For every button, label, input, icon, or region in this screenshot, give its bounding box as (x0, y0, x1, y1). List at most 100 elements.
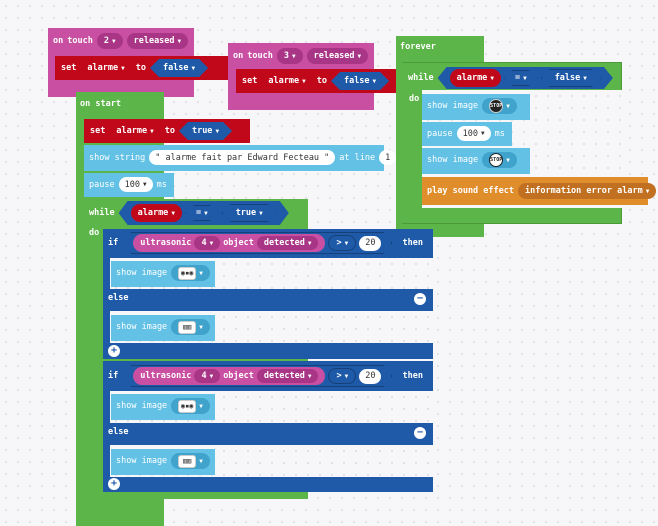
remove-else-button[interactable]: − (414, 427, 426, 439)
compare-block[interactable]: ultrasonic 4▼ object detected▼ >▼ 20 (122, 365, 392, 387)
touch-label: touch (247, 51, 273, 61)
chevron-down-icon: ▼ (191, 64, 196, 72)
remove-else-button[interactable]: − (414, 293, 426, 305)
chevron-down-icon: ▼ (357, 52, 362, 60)
while-label: while (408, 73, 434, 83)
show-image-label: show image (427, 101, 479, 111)
add-else-if-button[interactable]: + (108, 345, 120, 357)
threshold-input[interactable]: 20 (359, 369, 381, 384)
chevron-down-icon: ▼ (111, 37, 116, 45)
stop-sign-image-icon: STOP (489, 153, 504, 167)
then-label: then (402, 238, 423, 248)
chevron-down-icon: ▼ (199, 323, 203, 331)
touch-label: touch (67, 36, 93, 46)
chevron-down-icon: ▼ (307, 372, 312, 380)
detected-dropdown[interactable]: detected▼ (257, 236, 319, 250)
show-image-block-if1-then[interactable]: show image ◉▪◉▼ (111, 261, 215, 287)
show-image-block-if1-else[interactable]: show image ▥▥▼ (111, 315, 215, 341)
chevron-down-icon: ▼ (645, 187, 650, 195)
add-else-if-button[interactable]: + (108, 478, 120, 490)
show-image-block-if2-else[interactable]: show image ▥▥▼ (111, 449, 215, 475)
string-input[interactable]: " alarme fait par Edward Fecteau " (149, 150, 336, 165)
forever-label: forever (400, 42, 436, 52)
boolean-dropdown[interactable]: true▼ (222, 204, 277, 222)
image-dropdown[interactable]: ▥▥▼ (171, 453, 210, 469)
chevron-down-icon: ▼ (506, 156, 510, 164)
at-line-label: at line (339, 152, 376, 163)
show-image-label: show image (427, 155, 479, 165)
compare-operator-dropdown[interactable]: >▼ (328, 368, 356, 384)
then-label: then (402, 371, 423, 381)
to-label: to (316, 76, 327, 86)
image-dropdown[interactable]: ◉▪◉▼ (171, 398, 210, 414)
variable-pill[interactable]: alarme▼ (131, 204, 182, 222)
chevron-down-icon: ▼ (199, 457, 203, 465)
chevron-down-icon: ▼ (291, 52, 296, 60)
image-dropdown[interactable]: ▥▥▼ (171, 319, 210, 335)
show-image-block-if2-then[interactable]: show image ◉▪◉▼ (111, 394, 215, 420)
boolean-dropdown[interactable]: false▼ (331, 72, 389, 90)
image-dropdown[interactable]: ◉▪◉▼ (171, 265, 210, 281)
ultrasonic-sensor-block[interactable]: ultrasonic 4▼ object detected▼ (133, 367, 325, 385)
chevron-down-icon: ▼ (344, 239, 349, 247)
stop-sign-image-icon: STOP (489, 99, 504, 113)
port-dropdown[interactable]: 4▼ (194, 369, 220, 383)
image-dropdown[interactable]: STOP▼ (482, 152, 517, 168)
chevron-down-icon: ▼ (490, 74, 494, 82)
threshold-input[interactable]: 20 (359, 236, 381, 251)
chevron-down-icon: ▼ (344, 372, 349, 380)
show-image-label: show image (116, 268, 168, 278)
ultrasonic-sensor-block[interactable]: ultrasonic 4▼ object detected▼ (133, 234, 325, 252)
boolean-dropdown[interactable]: true▼ (179, 122, 232, 140)
pattern-image-icon: ▥▥ (178, 454, 197, 468)
variable-dropdown[interactable]: alarme▼ (261, 73, 313, 89)
pause-block-2[interactable]: pause 100▼ ms (84, 173, 174, 197)
set-variable-block-1[interactable]: set alarme▼ to false▼ (55, 56, 229, 80)
chevron-down-icon: ▼ (204, 209, 208, 217)
operator-dropdown[interactable]: =▼ (185, 205, 219, 221)
boolean-dropdown[interactable]: false▼ (541, 69, 601, 87)
chevron-down-icon: ▼ (121, 64, 125, 72)
port-dropdown[interactable]: 4▼ (194, 236, 220, 250)
compare-block[interactable]: alarme▼ =▼ true▼ (119, 201, 289, 225)
sound-dropdown[interactable]: information error alarm▼ (518, 183, 657, 199)
set-alarme-block[interactable]: set alarme▼ to true▼ (84, 119, 250, 143)
play-sound-block[interactable]: play sound effect information error alar… (422, 177, 657, 205)
chevron-down-icon: ▼ (259, 209, 263, 217)
variable-dropdown[interactable]: alarme▼ (109, 123, 161, 139)
compare-operator-dropdown[interactable]: >▼ (328, 235, 356, 251)
pause-input[interactable]: 100▼ (456, 126, 491, 141)
chevron-down-icon: ▼ (199, 269, 203, 277)
compare-block[interactable]: ultrasonic 4▼ object detected▼ >▼ 20 (122, 232, 392, 254)
boolean-dropdown[interactable]: false▼ (150, 59, 208, 77)
do-label: do (409, 94, 420, 104)
variable-dropdown[interactable]: alarme▼ (80, 60, 132, 76)
chevron-down-icon: ▼ (199, 402, 203, 410)
pin-dropdown[interactable]: 2▼ (96, 33, 123, 49)
event-dropdown[interactable]: released▼ (126, 33, 189, 49)
detected-dropdown[interactable]: detected▼ (257, 369, 319, 383)
chevron-down-icon: ▼ (142, 181, 147, 188)
image-dropdown[interactable]: STOP▼ (482, 98, 517, 114)
show-image-block-2[interactable]: show image STOP▼ (422, 148, 530, 174)
show-image-label: show image (116, 401, 168, 411)
variable-pill[interactable]: alarme▼ (450, 69, 501, 87)
show-image-block-1[interactable]: show image STOP▼ (422, 94, 530, 120)
operator-dropdown[interactable]: =▼ (504, 70, 538, 86)
event-dropdown[interactable]: released▼ (306, 48, 369, 64)
show-string-block[interactable]: show string " alarme fait par Edward Fec… (84, 145, 397, 171)
compare-block[interactable]: alarme▼ =▼ false▼ (438, 67, 613, 89)
chevron-down-icon: ▼ (177, 37, 182, 45)
set-variable-block-2[interactable]: set alarme▼ to false▼ (236, 69, 408, 93)
pause-label: pause (427, 128, 453, 139)
on-label: on (233, 51, 244, 61)
pause-block-1[interactable]: pause 100▼ ms (422, 122, 512, 146)
else-label: else (108, 427, 129, 437)
pause-input[interactable]: 100▼ (118, 177, 153, 192)
on-label: on (53, 36, 64, 46)
show-string-label: show string (89, 152, 146, 163)
line-input[interactable]: 1 (379, 150, 397, 165)
pin-dropdown[interactable]: 3▼ (276, 48, 303, 64)
else-label: else (108, 293, 129, 303)
chevron-down-icon: ▼ (523, 74, 527, 82)
